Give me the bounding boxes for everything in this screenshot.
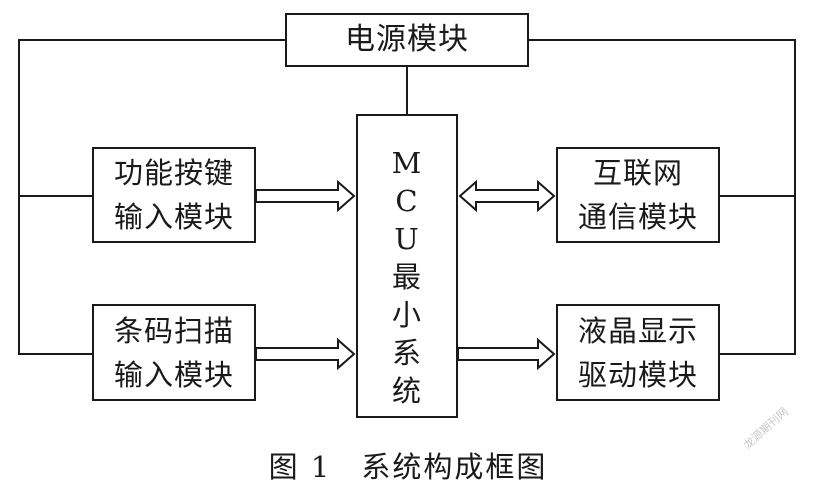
mcu-char-2: 小: [391, 298, 422, 332]
mcu-char-4: 统: [391, 374, 422, 408]
figure-number: 图 1: [268, 450, 332, 484]
mcu-letter-c: C: [395, 184, 419, 218]
arrow-mcu-net-bidirectional: [458, 179, 556, 213]
mcu-letter-m: M: [391, 146, 423, 180]
mcu-minimum-system-box: M C U 最 小 系 统: [356, 114, 458, 418]
key-input-module-box: 功能按键 输入模块: [92, 147, 256, 243]
barcode-input-label-line2: 输入模块: [113, 357, 234, 392]
internet-comm-label-line1: 互联网: [592, 156, 683, 190]
internet-comm-module-box: 互联网 通信模块: [556, 147, 720, 243]
arrow-mcu-to-lcd: [457, 337, 556, 371]
arrow-keys-to-mcu: [255, 179, 356, 213]
power-module-label: 电源模块: [345, 22, 469, 57]
key-input-label-line2: 输入模块: [113, 200, 234, 234]
figure-caption: 图 1 系统构成框图: [0, 444, 816, 486]
mcu-char-3: 系: [391, 336, 422, 370]
barcode-input-label-line1: 条码扫描: [113, 313, 234, 348]
barcode-input-module-box: 条码扫描 输入模块: [92, 304, 256, 401]
key-input-label-line1: 功能按键: [113, 156, 234, 190]
lcd-driver-module-box: 液晶显示 驱动模块: [556, 304, 720, 401]
lcd-driver-label-line1: 液晶显示: [577, 313, 698, 348]
lcd-driver-label-line2: 驱动模块: [577, 357, 698, 392]
mcu-char-1: 最: [391, 260, 422, 294]
figure-title: 系统构成框图: [361, 450, 548, 484]
mcu-letter-u: U: [394, 222, 420, 256]
power-module-box: 电源模块: [285, 13, 529, 67]
arrow-scan-to-mcu: [255, 337, 356, 371]
internet-comm-label-line2: 通信模块: [577, 200, 698, 234]
